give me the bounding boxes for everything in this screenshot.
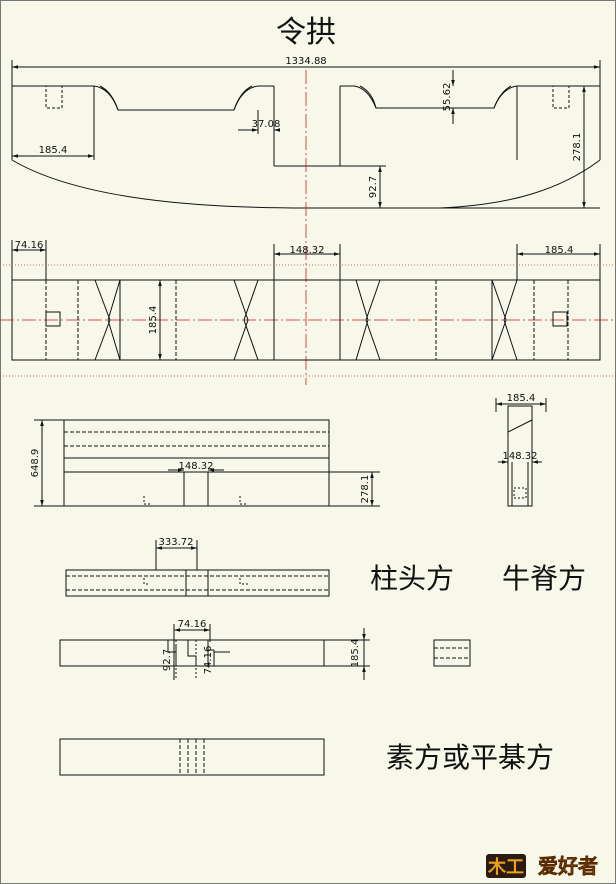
dim-lower-height: 92.7 (368, 176, 379, 198)
plan-view (0, 240, 616, 377)
niujifang-section (433, 639, 471, 667)
dim-left-end: 185.4 (39, 145, 68, 156)
front-view (11, 60, 601, 209)
label-zhutoufang: 柱头方 (370, 562, 454, 595)
dim-plan-width: 185.4 (148, 306, 159, 335)
dim-plan-right: 185.4 (545, 245, 574, 256)
dim-side-slot: 148.32 (503, 451, 538, 462)
label-niujifang: 牛脊方 (502, 562, 586, 595)
dim-plan-end: 74.16 (15, 240, 44, 251)
dim-height: 278.1 (572, 133, 583, 162)
watermark-logo: 木工 爱好者 (484, 850, 612, 880)
dim-plan-mid: 148.32 (290, 245, 325, 256)
dim-beam1-slot: 333.72 (159, 537, 194, 548)
dim-beam2-h2: 74.16 (203, 646, 214, 675)
beam-zhutoufang (65, 540, 330, 597)
beam-sufang (59, 738, 325, 776)
dim-elev-height: 648.9 (30, 449, 41, 478)
logo-text: 爱好者 (538, 854, 598, 878)
label-sufang: 素方或平棊方 (386, 741, 554, 774)
logo-mark: 木工 (487, 856, 524, 878)
dim-elev-slot: 148.32 (179, 461, 214, 472)
dim-top-depth: 55.62 (442, 83, 453, 112)
dim-overall-length: 1334.88 (285, 56, 326, 67)
dim-elev-lower: 278.1 (360, 475, 371, 504)
side-view (495, 398, 547, 507)
dim-beam2-h1: 92.7 (162, 649, 173, 671)
dim-beam2-notch: 74.16 (178, 619, 207, 630)
dim-notch: 37.08 (252, 119, 281, 130)
dim-side-top: 185.4 (507, 393, 536, 404)
elevation-block (34, 419, 380, 507)
beam-two (59, 624, 370, 680)
dim-beam2-h: 185.4 (350, 639, 361, 668)
drawing-title: 令拱 (276, 15, 336, 50)
